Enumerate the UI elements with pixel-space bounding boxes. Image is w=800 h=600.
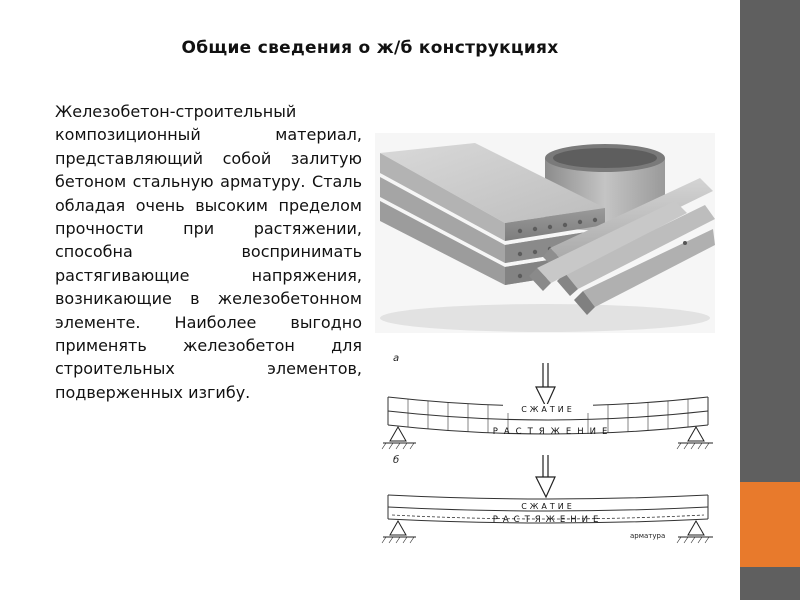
slide-title: Общие сведения о ж/б конструкциях	[181, 38, 559, 58]
load-arrow-bottom	[535, 455, 556, 499]
supports-b	[381, 519, 713, 544]
beam-bending-diagram: а СЖАТИЕ РАСТЯЖЕНИЕ	[378, 345, 718, 550]
concrete-piles	[529, 178, 715, 315]
side-rail-accent	[740, 482, 800, 567]
load-arrow-top	[535, 363, 556, 409]
tension-label-a: РАСТЯЖЕНИЕ	[493, 427, 614, 437]
compression-label-b: СЖАТИЕ	[521, 502, 575, 511]
compression-label-a: СЖАТИЕ	[521, 405, 575, 414]
tension-label-b: РАСТЯЖЕНИЕ	[493, 515, 604, 525]
slide-body-text: Железобетон-строительный композиционный …	[55, 102, 362, 402]
diagram-label-a: а	[393, 353, 399, 364]
concrete-products-photo	[375, 133, 715, 333]
supports-a	[381, 425, 713, 450]
rebar-label: арматура	[630, 532, 665, 540]
diagram-label-b: б	[393, 454, 399, 466]
beam-b	[387, 494, 709, 524]
slide-canvas: Общие сведения о ж/б конструкциях Железо…	[0, 0, 740, 600]
